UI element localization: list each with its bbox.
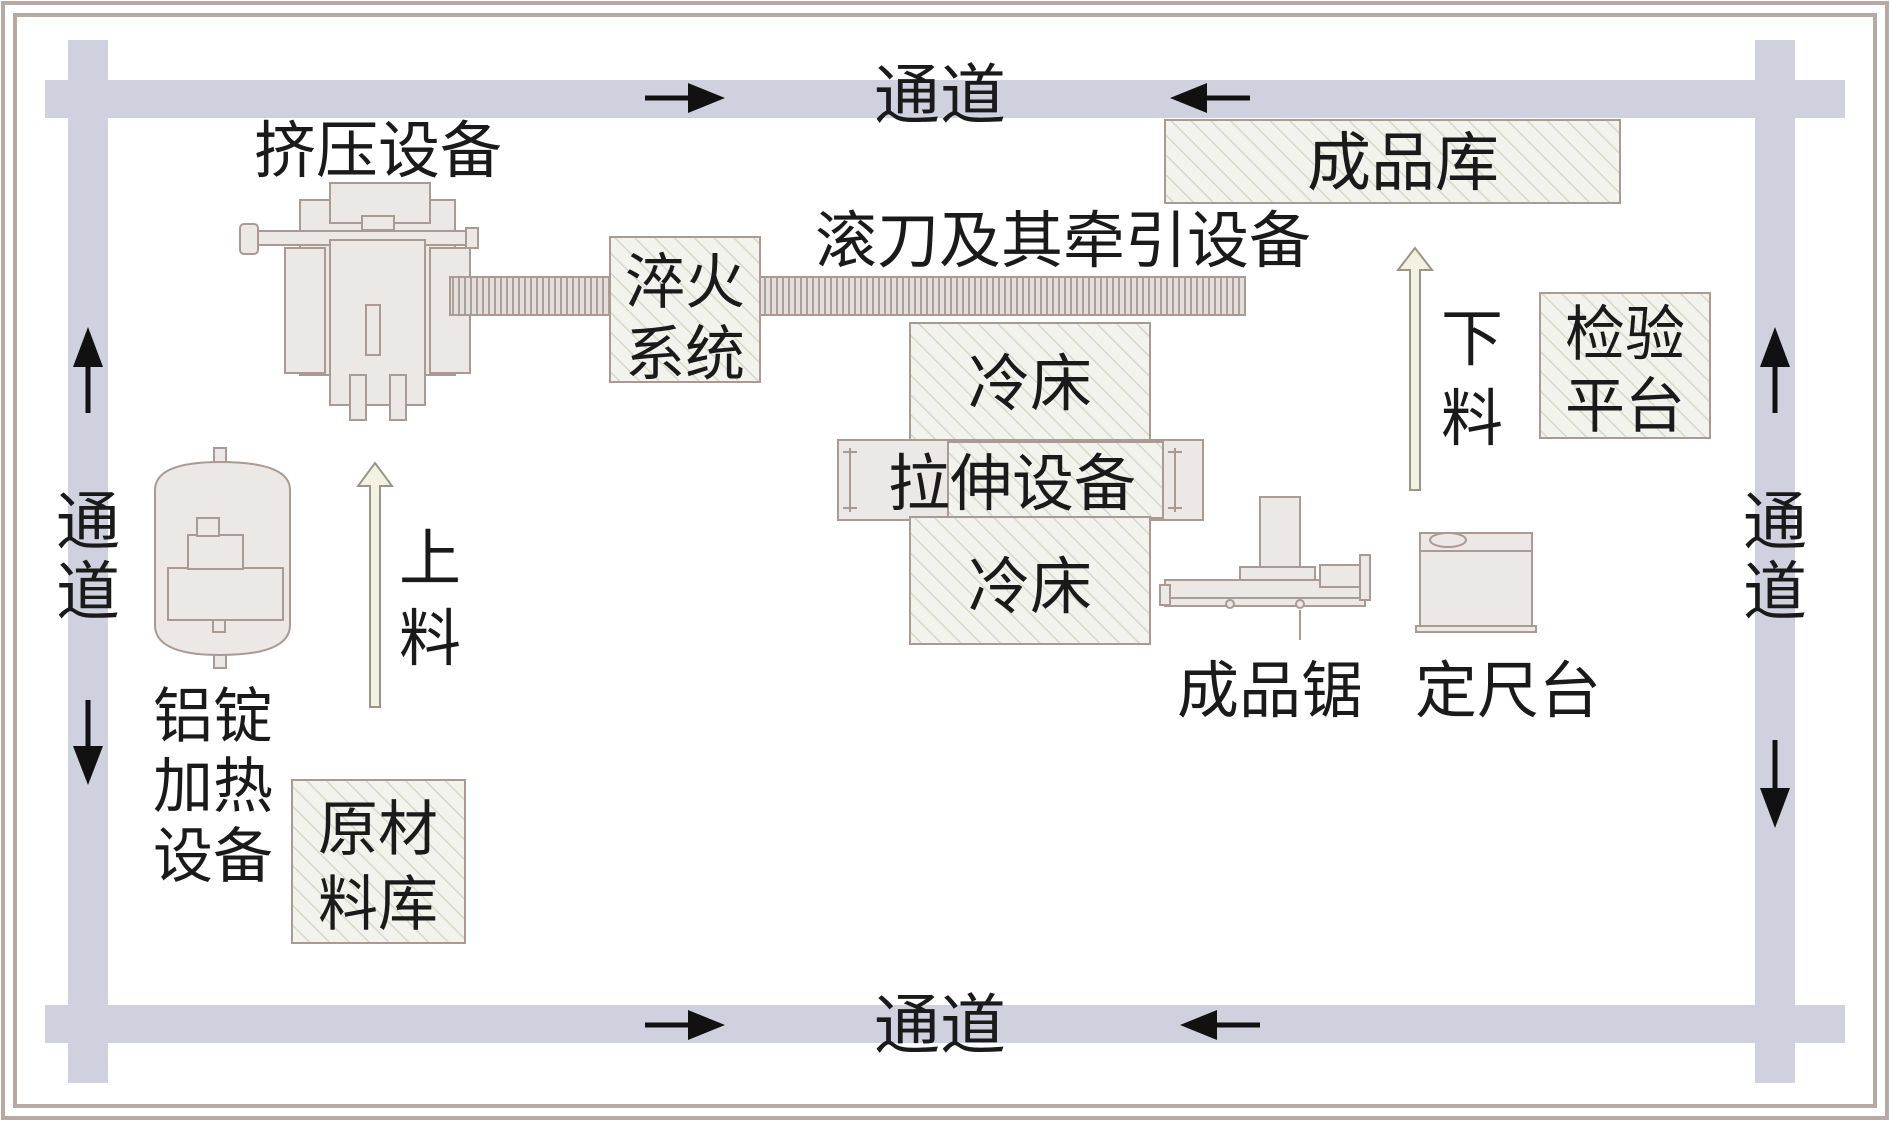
cooling-bed-upper-label: 冷床: [968, 347, 1092, 420]
arrow-up-icon: [1760, 327, 1790, 413]
cooling-bed-lower-label: 冷床: [968, 550, 1092, 623]
finished-saw-label: 成品锯: [1177, 654, 1363, 727]
svg-text:铝锭加热设备: 铝锭加热设备: [153, 682, 273, 892]
arrow-down-icon: [1760, 740, 1790, 828]
roller-equipment-label: 滚刀及其牵引设备: [815, 204, 1311, 277]
unloading-flow-label: 下料: [1441, 302, 1503, 455]
unloading-flow-arrow: [1395, 246, 1435, 491]
billet-heater-label: 铝锭加热设备: [153, 682, 273, 892]
corridor-arrows: [73, 83, 1790, 1040]
roller-conveyor: [449, 276, 1246, 316]
svg-text:上料: 上料: [399, 522, 461, 675]
corridor-right: [1755, 40, 1795, 1083]
inspection-platform: [1539, 292, 1711, 439]
raw-material-store-label: 原材料库: [318, 795, 438, 940]
corridor-left: [68, 40, 108, 1083]
sizing-table-label: 定尺台: [1415, 654, 1601, 727]
corridor-right-label: 通道: [1743, 486, 1807, 630]
cooling-bed-upper: [909, 322, 1151, 444]
arrow-right-icon: [645, 1010, 725, 1040]
stretcher-label: 拉伸设备: [888, 447, 1136, 520]
svg-text:检验平台: 检验平台: [1565, 300, 1685, 442]
svg-text:通道: 通道: [56, 486, 120, 630]
billet-heater-icon: [154, 447, 291, 669]
stretcher-inner-box: [947, 441, 1164, 519]
raw-material-store: [291, 779, 466, 944]
finished-goods-store-label: 成品库: [1307, 127, 1499, 201]
arrow-down-icon: [73, 700, 103, 785]
finished-saw-icon: [1159, 496, 1371, 640]
quench-system-box: [609, 236, 761, 383]
svg-text:原材料库: 原材料库: [318, 795, 438, 940]
extrusion-equipment-label: 挤压设备: [254, 114, 502, 187]
finished-goods-store: [1164, 119, 1621, 204]
loading-flow-arrow: [356, 461, 394, 708]
arrow-right-icon: [645, 83, 725, 113]
stretcher-clamps: [843, 448, 1182, 512]
inspection-platform-label: 检验平台: [1565, 300, 1685, 442]
sizing-table-icon: [1415, 532, 1537, 633]
svg-text:通道: 通道: [1743, 486, 1807, 630]
corridor-top-label: 通道: [874, 57, 1006, 134]
quench-system-label: 淬火系统: [625, 248, 745, 390]
cooling-bed-lower: [909, 516, 1151, 645]
corridors: [45, 40, 1845, 1083]
svg-text:下料: 下料: [1441, 302, 1503, 455]
arrow-left-icon: [1180, 1010, 1260, 1040]
corridor-top: [45, 80, 1845, 118]
loading-flow-label: 上料: [399, 522, 461, 675]
svg-text:淬火系统: 淬火系统: [625, 248, 745, 390]
arrow-up-icon: [73, 327, 103, 413]
arrow-left-icon: [1170, 83, 1250, 113]
corridor-left-label: 通道: [56, 486, 120, 630]
corridor-bottom-label: 通道: [874, 987, 1006, 1064]
corridor-bottom: [45, 1005, 1845, 1043]
